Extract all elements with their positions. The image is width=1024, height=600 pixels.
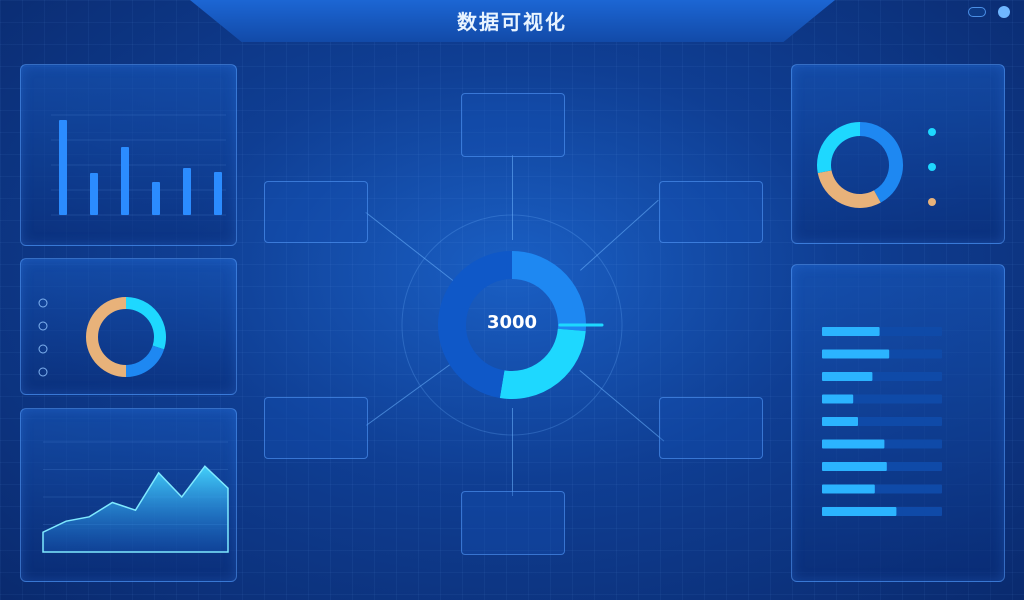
connector-top	[512, 155, 513, 240]
hbar-8	[822, 507, 897, 516]
center-value: 3000	[486, 312, 538, 333]
center-donut-slice-0	[511, 251, 586, 332]
hbar-3	[822, 394, 854, 404]
node-top[interactable]	[461, 93, 565, 157]
node-top-right[interactable]	[659, 181, 763, 243]
header-bar	[190, 0, 835, 42]
hbar-5	[822, 439, 885, 449]
hbar-1	[822, 349, 890, 359]
header-right-tools	[968, 6, 1010, 18]
node-bottom[interactable]	[461, 491, 565, 555]
donut-left-slice-0	[125, 297, 166, 350]
hbar-0	[822, 327, 880, 336]
connector-bottom	[512, 408, 513, 496]
donut-right-slice-2	[817, 122, 861, 174]
hbar-7	[822, 484, 875, 494]
node-bottom-left[interactable]	[264, 397, 368, 459]
panel-left-donut	[20, 258, 237, 395]
donut-left-icon-3	[38, 367, 48, 377]
panel-right-hbars	[791, 264, 1005, 582]
center-donut	[401, 214, 623, 436]
donut-chart-left	[38, 297, 166, 377]
bar-3	[152, 182, 160, 215]
bar-2	[121, 147, 129, 215]
donut-left-slice-1	[125, 345, 165, 377]
donut-right-slice-1	[817, 170, 881, 208]
donut-chart-right	[817, 122, 936, 208]
bar-chart-bars	[59, 120, 222, 215]
center-donut-slice-1	[499, 328, 586, 399]
donut-right-slice-0	[859, 122, 903, 203]
donut-left-icon-0	[38, 298, 48, 308]
donut-right-legend-dot-1	[928, 163, 936, 171]
page-title: 数据可视化	[457, 10, 567, 34]
center-donut-outer-ring	[401, 214, 623, 436]
hbar-4	[822, 417, 858, 426]
bar-chart	[51, 114, 226, 216]
panel-left-bar	[20, 64, 237, 246]
area-chart	[42, 441, 229, 553]
donut-left-slice-2	[86, 297, 127, 377]
center-donut-slice-2	[438, 251, 513, 398]
donut-left-icon-1	[38, 321, 48, 331]
panel-right-donut	[791, 64, 1005, 244]
bar-chart-gridlines	[51, 114, 226, 216]
hbar-2	[822, 372, 873, 381]
donut-left-icon-2	[38, 344, 48, 354]
bar-0	[59, 120, 67, 215]
area-fill	[42, 465, 229, 553]
header-toggle-pill[interactable]	[968, 7, 986, 17]
hbar-chart	[822, 327, 942, 516]
donut-right-legend-dot-2	[928, 198, 936, 206]
bar-4	[183, 168, 191, 215]
user-avatar[interactable]	[998, 6, 1010, 18]
bar-1	[90, 173, 98, 215]
node-bottom-right[interactable]	[659, 397, 763, 459]
node-top-left[interactable]	[264, 181, 368, 243]
donut-right-legend-dot-0	[928, 128, 936, 136]
panel-left-area	[20, 408, 237, 582]
hbar-6	[822, 462, 887, 471]
bar-5	[214, 172, 222, 215]
